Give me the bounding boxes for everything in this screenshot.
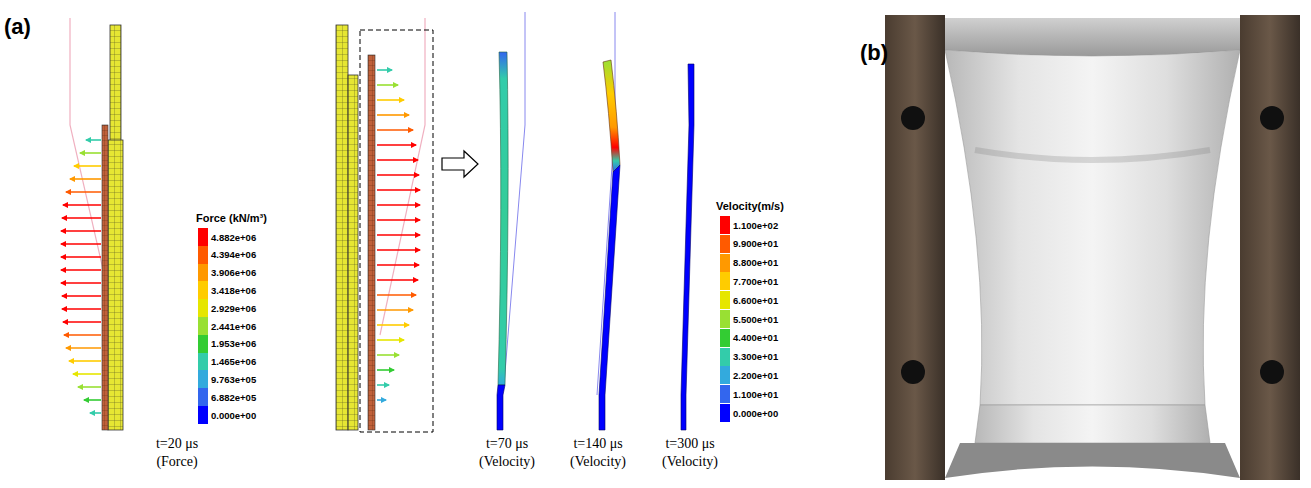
colorbar-swatch [198, 370, 208, 388]
colorbar-swatch [720, 348, 730, 366]
colorbar-value: 4.882e+06 [211, 232, 256, 243]
label-holder: (b) [860, 40, 888, 66]
colorbar-swatch [720, 385, 730, 403]
colorbar-entry: 2.441e+06 [198, 317, 256, 335]
colorbar-swatch [720, 291, 730, 309]
colorbar-entry: 4.394e+06 [198, 246, 256, 264]
colorbar-value: 4.394e+06 [211, 249, 256, 260]
velocity-model-70us [497, 12, 525, 430]
colorbar-value: 9.900e+01 [733, 238, 778, 249]
colorbar-entry: 3.418e+06 [198, 281, 256, 299]
colorbar-entry: 7.700e+01 [720, 272, 778, 290]
colorbar-swatch [720, 404, 730, 422]
label-holder: Force (kN/m³) [196, 212, 267, 224]
colorbar-entry: 4.400e+01 [720, 329, 778, 347]
colorbar-title: Velocity(m/s) [716, 200, 784, 212]
label-holder: (Velocity) [543, 454, 653, 470]
colorbar-value: 1.100e+02 [733, 220, 778, 231]
colorbar-value: 3.300e+01 [733, 351, 778, 362]
colorbar-swatch [720, 310, 730, 328]
colorbar-entry: 1.100e+02 [720, 216, 778, 234]
colorbar-entry: 1.465e+06 [198, 353, 256, 371]
colorbar-value: 1.953e+06 [211, 338, 256, 349]
velocity-model-300us [681, 64, 694, 430]
colorbar-value: 7.700e+01 [733, 276, 778, 287]
colorbar-swatch [720, 366, 730, 384]
colorbar-value: 2.441e+06 [211, 321, 256, 332]
velocity-model-140us [597, 12, 620, 430]
label-holder: (a) [4, 14, 31, 40]
colorbar-swatch [198, 406, 208, 424]
colorbar-value: 6.600e+01 [733, 295, 778, 306]
colorbar-value: 1.465e+06 [211, 356, 256, 367]
specimen-photo [885, 15, 1300, 480]
colorbar-value: 0.000e+00 [733, 408, 778, 419]
colorbar-entry: 3.906e+06 [198, 264, 256, 282]
colorbar-value: 0.000e+00 [211, 410, 256, 421]
colorbar-value: 2.200e+01 [733, 370, 778, 381]
colorbar-entry: 9.763e+05 [198, 370, 256, 388]
colorbar-swatch [720, 216, 730, 234]
label-holder: t=20 μs [122, 436, 232, 452]
colorbar-entry: 6.600e+01 [720, 291, 778, 309]
colorbar-entry: 9.900e+01 [720, 235, 778, 253]
time-caption: t=20 μs [122, 436, 232, 452]
label-holder: (Velocity) [635, 454, 745, 470]
label-holder: (Force) [122, 454, 232, 470]
label-holder: t=140 μs [543, 436, 653, 452]
panel-label: (b) [860, 40, 888, 66]
colorbar-value: 9.763e+05 [211, 374, 256, 385]
colorbar-swatch [720, 272, 730, 290]
colorbar-swatch [198, 299, 208, 317]
colorbar-swatch [720, 254, 730, 272]
time-caption: (Force) [122, 454, 232, 470]
colorbar-swatch [198, 317, 208, 335]
colorbar-entry: 1.100e+01 [720, 385, 778, 403]
colorbar-entry: 1.953e+06 [198, 335, 256, 353]
force-model-mirrored [336, 18, 478, 432]
label-holder: t=70 μs [452, 436, 562, 452]
label-holder: Velocity(m/s) [716, 200, 784, 212]
colorbar-swatch [198, 281, 208, 299]
colorbar-entry: 2.929e+06 [198, 299, 256, 317]
time-caption: (Velocity) [452, 454, 562, 470]
colorbar-entry: 6.882e+05 [198, 388, 256, 406]
colorbar-value: 4.400e+01 [733, 332, 778, 343]
colorbar-entry: 4.882e+06 [198, 228, 256, 246]
colorbar-entry: 8.800e+01 [720, 254, 778, 272]
time-caption: (Velocity) [635, 454, 745, 470]
colorbar-swatch [198, 388, 208, 406]
colorbar-swatch [720, 329, 730, 347]
colorbar-value: 3.418e+06 [211, 285, 256, 296]
colorbar-swatch [198, 264, 208, 282]
colorbar-value: 5.500e+01 [733, 314, 778, 325]
time-caption: (Velocity) [543, 454, 653, 470]
colorbar-value: 3.906e+06 [211, 267, 256, 278]
colorbar-swatch [198, 228, 208, 246]
label-holder: t=300 μs [635, 436, 745, 452]
colorbar-swatch [198, 246, 208, 264]
time-caption: t=70 μs [452, 436, 562, 452]
colorbar-value: 2.929e+06 [211, 303, 256, 314]
colorbar-value: 1.100e+01 [733, 389, 778, 400]
colorbar-value: 8.800e+01 [733, 257, 778, 268]
panel-label: (a) [4, 14, 31, 40]
colorbar-swatch [198, 353, 208, 371]
colorbar-entry: 2.200e+01 [720, 366, 778, 384]
time-caption: t=300 μs [635, 436, 745, 452]
colorbar-entry: 5.500e+01 [720, 310, 778, 328]
label-holder: (Velocity) [452, 454, 562, 470]
colorbar-entry: 0.000e+00 [720, 404, 778, 422]
colorbar-swatch [720, 235, 730, 253]
colorbar-value: 6.882e+05 [211, 392, 256, 403]
colorbar-title: Force (kN/m³) [196, 212, 267, 224]
force-model-20us [61, 18, 123, 430]
colorbar-swatch [198, 335, 208, 353]
time-caption: t=140 μs [543, 436, 653, 452]
colorbar-entry: 0.000e+00 [198, 406, 256, 424]
colorbar-entry: 3.300e+01 [720, 348, 778, 366]
